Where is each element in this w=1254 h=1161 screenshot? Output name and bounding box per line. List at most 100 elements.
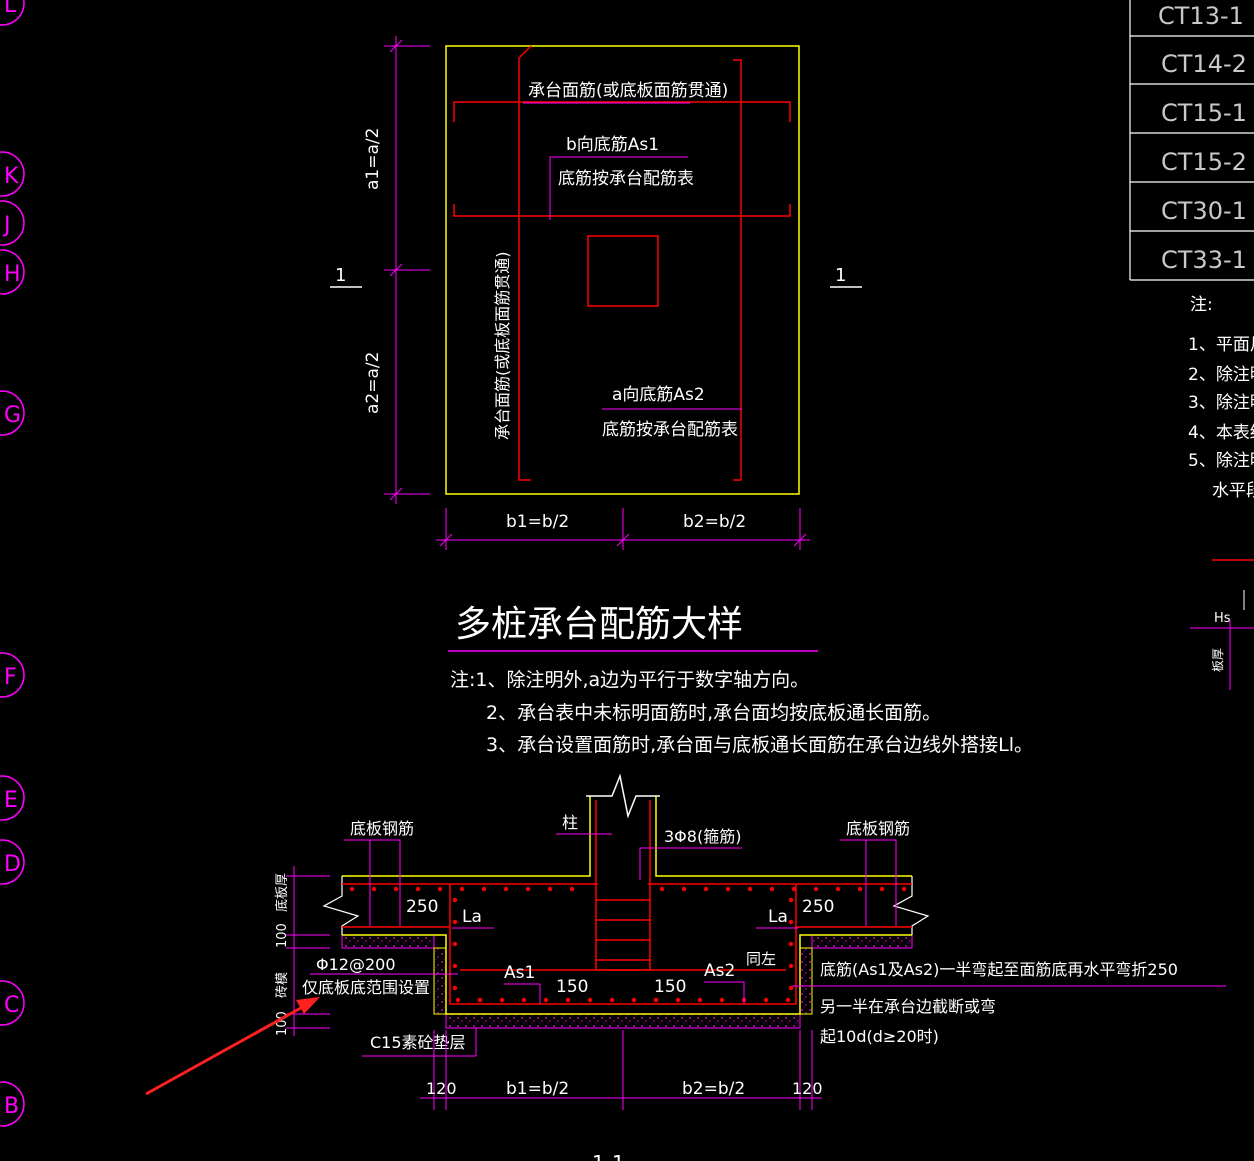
section-rebars: [342, 800, 912, 1005]
rebar-dot: [788, 963, 794, 969]
plan-top-rebar-label: 承台面筋(或底板面筋贯通): [528, 81, 728, 101]
right-partial-detail: Hs 板厚: [1190, 559, 1254, 690]
as1-label: As1: [504, 963, 535, 983]
thick-label: 板厚: [1211, 648, 1225, 672]
plan-dim-b1: b1=b/2: [506, 512, 569, 532]
rebar-dot: [857, 886, 863, 892]
section-view[interactable]: 底板钢筋 底板钢筋 柱 3Φ8(箍筋) 250 250 La La As1 As…: [274, 773, 1226, 1161]
pile-cap-table[interactable]: CT13-1 CT14-2 CT15-1 CT15-2 CT30-1 CT33-…: [1129, 0, 1254, 281]
axis-bubble-j[interactable]: J: [0, 200, 25, 246]
axis-bubble-l[interactable]: L: [0, 0, 25, 26]
dim-150-left: 150: [556, 977, 588, 997]
rebar-dot: [653, 997, 659, 1003]
plan-dim-b2: b2=b/2: [683, 512, 746, 532]
bottom-note-3: 起10d(d≥20时): [820, 1027, 939, 1046]
plan-a-bottom-rebar: a向底筋As2: [612, 385, 705, 405]
rebar-dot: [725, 886, 731, 892]
axis-bubble-g[interactable]: G: [0, 390, 25, 436]
slab-rebar-left: 底板钢筋: [350, 819, 414, 838]
rebar-dot: [879, 886, 885, 892]
rebar-dot: [437, 886, 443, 892]
column-square: [587, 235, 659, 307]
v-dim-slab: 底板厚: [274, 873, 290, 912]
rebar-dot: [791, 886, 797, 892]
plan-dim-a1: a1=a/2: [363, 128, 383, 190]
rebar-dot: [788, 897, 794, 903]
dim-120-right: 120: [792, 1079, 823, 1098]
plan-view[interactable]: 承台面筋(或底板面筋贯通) b向底筋As1 底筋按承台配筋表 a向底筋As2 底…: [330, 36, 862, 550]
axis-label: C: [4, 993, 19, 1018]
rebar-dot: [747, 886, 753, 892]
rebar-dot: [587, 997, 593, 1003]
note-3: 3、承台设置面筋时,承台面与底板通长面筋在承台边线外搭接Ll。: [486, 734, 1033, 756]
section-mark-right: 1: [835, 265, 846, 286]
rebar-dot: [675, 997, 681, 1003]
rebar-dot: [659, 886, 665, 892]
column-label: 柱: [562, 813, 578, 832]
section-dim-b2: b2=b/2: [682, 1079, 745, 1099]
right-note: 5、除注明外: [1188, 451, 1254, 471]
rebar-dot: [569, 886, 575, 892]
axis-bubble-f[interactable]: F: [0, 652, 25, 698]
rebar-dot: [719, 997, 725, 1003]
right-note: 水平段不: [1212, 481, 1254, 501]
axis-label: G: [4, 403, 21, 428]
dim-250-right: 250: [802, 897, 834, 917]
section-mark-left: 1: [335, 265, 346, 286]
axis-bubble-c[interactable]: C: [0, 980, 25, 1026]
rebar-dot: [788, 941, 794, 947]
hoop-label: 同左: [746, 950, 776, 968]
axis-bubble-k[interactable]: K: [0, 151, 25, 197]
axis-bubble-h[interactable]: H: [0, 249, 25, 295]
right-notes-head: 注:: [1190, 295, 1213, 315]
rebar-dot: [371, 886, 377, 892]
axis-label: E: [4, 788, 18, 813]
axis-label: K: [4, 164, 19, 189]
rebar-dot: [565, 997, 571, 1003]
v-dim-100: 100: [275, 923, 290, 948]
right-notes: 注: 1、平面尺寸 2、除注明外 3、除注明外 4、本表结合 5、除注明外 水平…: [1188, 295, 1254, 501]
right-note: 1、平面尺寸: [1188, 335, 1254, 355]
rebar-dot: [455, 997, 461, 1003]
axis-bubble-e[interactable]: E: [0, 775, 25, 821]
section-vertical-dimension: [286, 866, 330, 1036]
plan-b-bottom-rebar: b向底筋As1: [566, 135, 659, 155]
title-block: 多桩承台配筋大样 注:1、除注明外,a边为平行于数字轴方向。 2、承台表中未标明…: [448, 604, 1033, 756]
v-dim-side: 砖模: [275, 972, 290, 998]
drawing-title: 多桩承台配筋大样: [455, 604, 743, 645]
plan-horizontal-dimension: [436, 508, 810, 550]
slab-rebar-right: 底板钢筋: [846, 819, 910, 838]
cushion-label: C15素砼垫层: [370, 1033, 466, 1052]
rebar-dot: [813, 886, 819, 892]
rebar-dot: [631, 997, 637, 1003]
table-row: CT15-2: [1161, 148, 1247, 176]
slab-break-left: [322, 876, 360, 935]
section-title: 1-1: [592, 1151, 625, 1161]
plan-vertical-dimension: [384, 36, 430, 504]
axis-label: J: [2, 213, 11, 238]
table-row: CT15-1: [1161, 99, 1247, 127]
rebar-dot: [703, 886, 709, 892]
rebar-dot: [681, 886, 687, 892]
rebar-dot: [521, 997, 527, 1003]
rebar-dot: [452, 919, 458, 925]
axis-bubble-d[interactable]: D: [0, 839, 25, 885]
column-break-line: [586, 773, 660, 819]
stirrup-label: 3Φ8(箍筋): [664, 827, 741, 846]
rebar-dot: [697, 997, 703, 1003]
bottom-note-1: 底筋(As1及As2)一半弯起至面筋底再水平弯折250: [820, 960, 1178, 979]
rebar-dot: [415, 886, 421, 892]
plan-leaders: [523, 102, 742, 410]
rebar-dot: [452, 985, 458, 991]
table-row: CT14-2: [1161, 50, 1247, 78]
table-row: CT30-1: [1161, 197, 1247, 225]
rebar-dot: [609, 997, 615, 1003]
rebar-dot: [503, 886, 509, 892]
bottom-note-2: 另一半在承台边截断或弯: [820, 997, 996, 1016]
rebar-dot: [763, 997, 769, 1003]
table-row: CT33-1: [1161, 246, 1247, 274]
axis-bubble-b[interactable]: B: [0, 1081, 25, 1127]
section-dim-b1: b1=b/2: [506, 1079, 569, 1099]
right-note: 3、除注明外: [1188, 393, 1254, 413]
